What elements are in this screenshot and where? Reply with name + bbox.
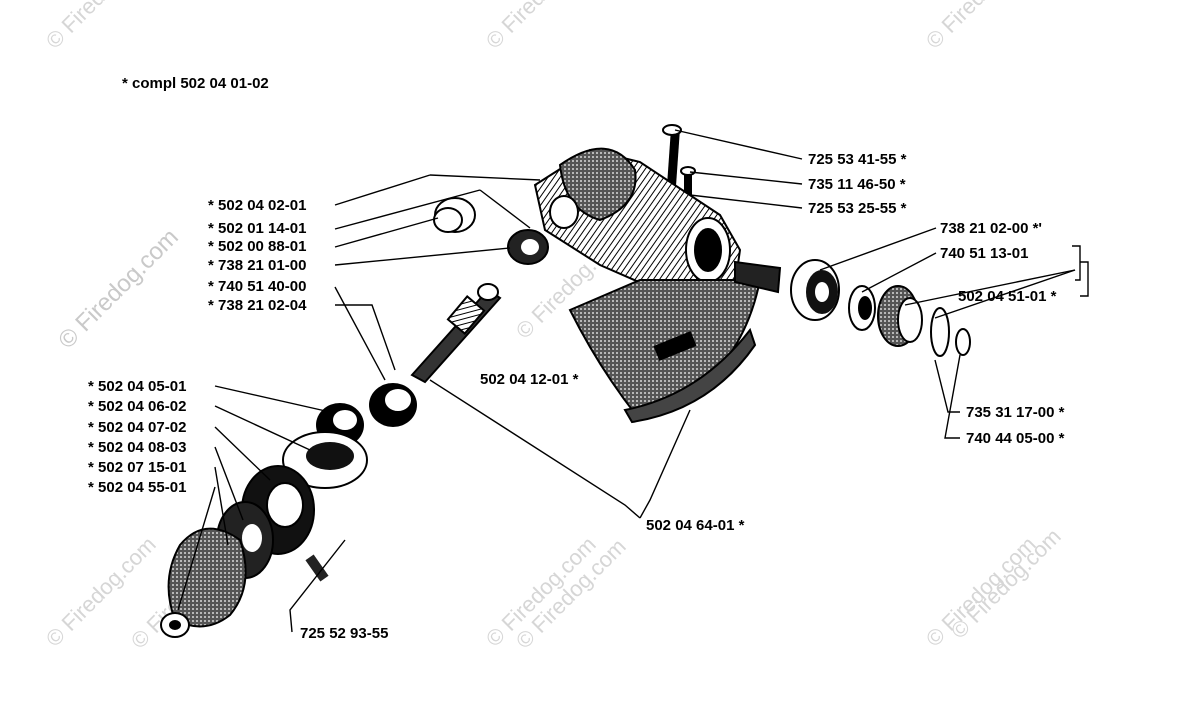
part-number-label: 725 53 41-55 * [808,151,907,168]
part-number-label: * 502 04 55-01 [88,479,186,496]
part-number-label: 725 53 25-55 * [808,200,907,217]
leader-line [335,304,396,371]
part-number-label: 738 21 02-00 *' [940,220,1042,237]
leader-line [177,486,216,611]
part-number-label: 740 44 05-00 * [966,430,1065,447]
part-number-label: * 502 04 07-02 [88,419,186,436]
leader-line [214,426,271,481]
part-number-label: * 740 51 40-00 [208,278,306,295]
right-circlip [955,328,971,356]
part-number-label: * 502 07 15-01 [88,459,186,476]
leader-line [429,174,541,181]
part-number-label: * 738 21 01-00 [208,257,306,274]
pinion-shaft [410,283,502,384]
small-screw [305,554,329,582]
leader-line [334,217,439,248]
flange-mid [282,431,368,489]
part-number-label: 735 31 17-00 * [966,404,1065,421]
leader-line [944,354,961,439]
right-spacer [848,285,876,331]
part-number-label: 502 04 12-01 * [480,371,579,388]
leader-line [689,171,803,185]
part-number-label: * 502 04 02-01 [208,197,306,214]
right-washer [930,307,950,357]
leader-line [934,269,1076,319]
blade-guard [568,279,762,424]
gearhead-assembly [160,124,971,638]
part-number-label: * 738 21 02-04 [208,297,307,314]
plug-cap [433,197,476,233]
gear-housing [533,147,742,302]
leader-line [1072,245,1081,281]
watermark: © Firedog.com [41,0,161,54]
part-labels: 725 53 41-55 * 735 11 46-50 * 725 53 25-… [88,151,1065,642]
cover-cup [167,527,247,628]
leader-line [334,174,431,206]
output-shaft [734,260,782,294]
right-bearing [790,259,840,321]
watermark: © Firedog.com [481,0,601,54]
leader-line [334,247,511,266]
right-bearing-2 [877,285,923,347]
leader-line [689,194,803,209]
leader-lines [177,129,1089,633]
watermark-side: © Firedog.com [53,224,184,355]
part-number-label: * 502 00 88-01 [208,238,306,255]
leader-line [479,189,531,229]
part-number-label: 502 04 64-01 * [646,517,745,534]
leader-line [214,405,311,451]
leader-line [861,252,937,293]
part-number-label: 725 52 93-55 [300,625,388,642]
leader-line [904,269,1076,306]
leader-line [214,466,229,546]
part-number-label: * 502 04 06-02 [88,398,186,415]
part-number-label: * 502 04 08-03 [88,439,186,456]
nut [160,612,190,638]
leader-line [819,227,937,271]
small-bearing [507,229,549,265]
leader-line [334,286,386,381]
leader-line [214,385,331,413]
part-number-label: 735 11 46-50 * [808,176,906,193]
watermark: © Firedog.com [921,0,1041,54]
leader-line [289,539,346,633]
part-number-label: 502 04 51-01 * [958,288,1057,305]
leader-line [334,189,481,230]
leader-line [934,359,960,413]
leader-line [1080,261,1089,297]
part-number-label: * 502 01 14-01 [208,220,306,237]
part-number-label: * 502 04 05-01 [88,378,186,395]
leader-line [639,409,691,519]
leader-line [674,129,803,160]
lower-bearing [369,383,417,427]
part-number-label: 740 51 13-01 [940,245,1028,262]
leader-line [429,379,641,519]
leader-line [214,446,244,521]
watermark: © Firedog.com [946,524,1066,644]
assembly-note: * compl 502 04 01-02 [122,75,269,92]
